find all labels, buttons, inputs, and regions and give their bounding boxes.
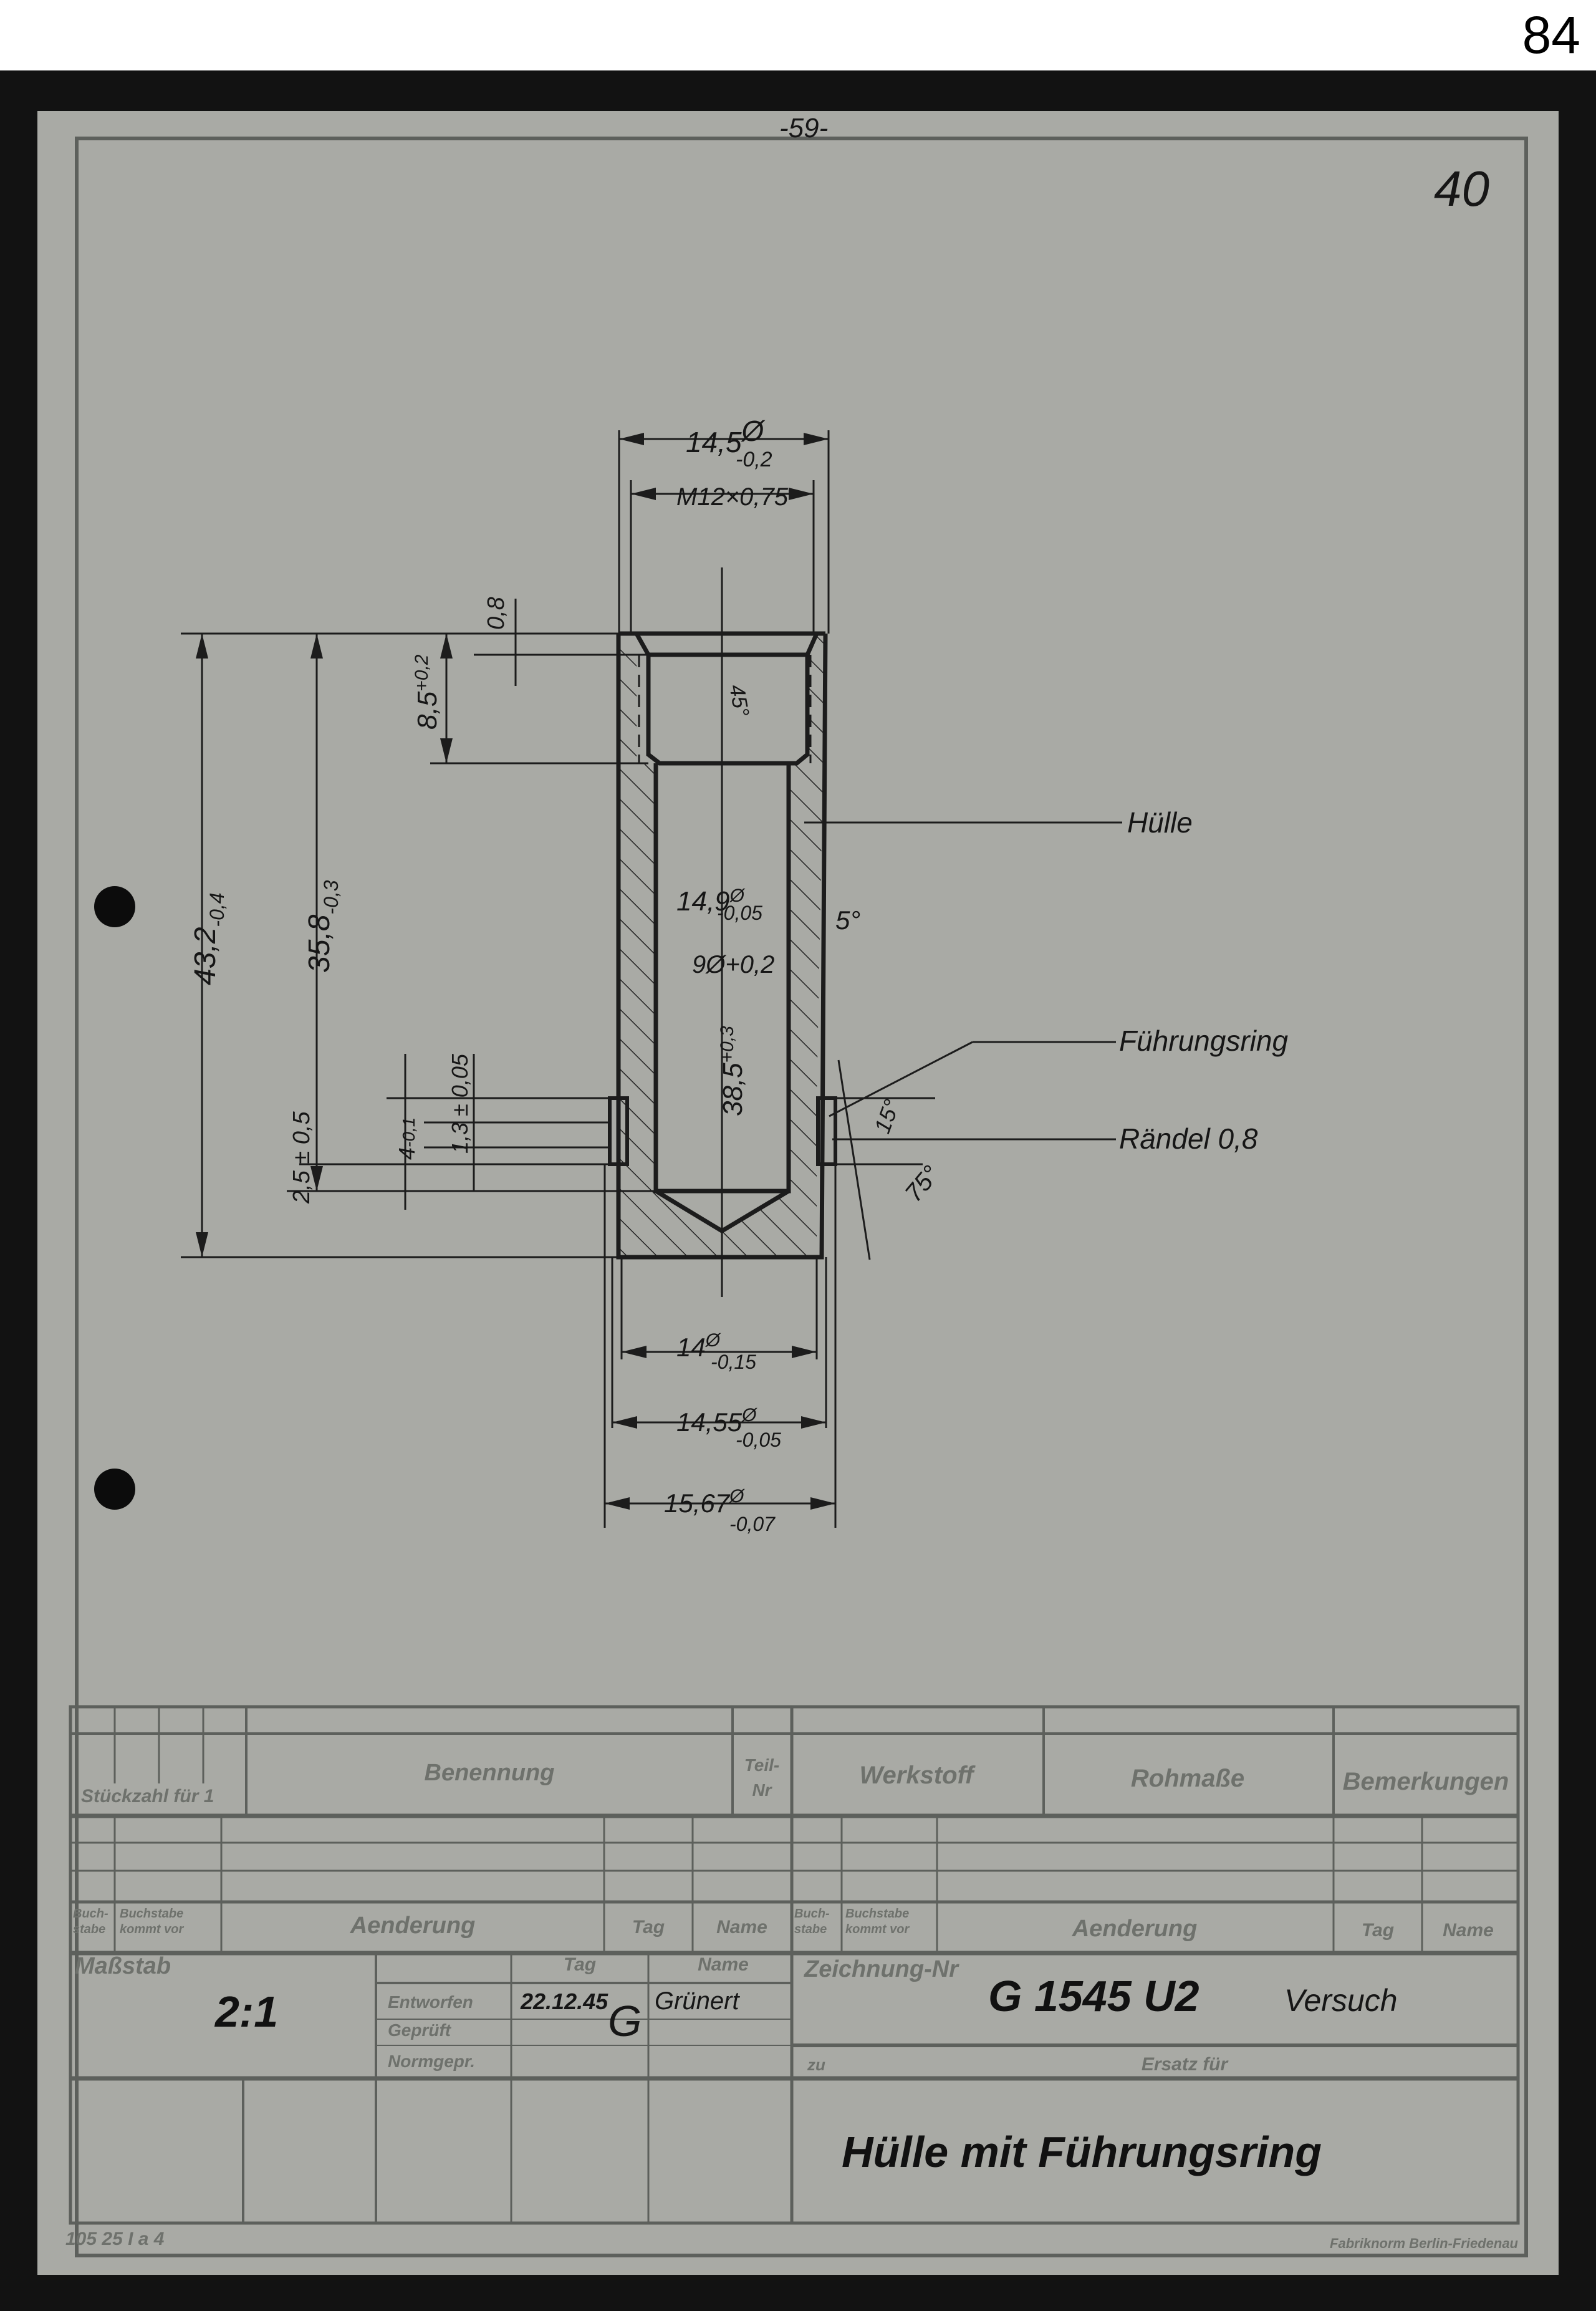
header-material: Werkstoff [859,1762,976,1789]
header-raw-size: Rohmaße [1131,1765,1244,1792]
dim-d-bottom: 14 [676,1333,706,1362]
page-number: 84 [1522,6,1580,64]
dim-length-ring: 35,8 [303,914,336,973]
header-band [0,0,1596,70]
dimension-lines [181,430,1122,1528]
scale-label: Maßstab [75,1953,171,1979]
change-name-left: Name [716,1917,767,1937]
punch-hole-bottom [94,1469,135,1510]
svg-text:14,55Ø: 14,55Ø [676,1405,757,1437]
svg-text:43,2-0,4: 43,2-0,4 [189,892,228,985]
drawing-number: G 1545 U2 [988,1972,1199,2020]
checked-label: Geprüft [388,2020,452,2040]
label-knurl: Rändel 0,8 [1119,1122,1258,1155]
guide-ring-left [608,1096,629,1166]
dim-ring-width: 4 [394,1147,420,1160]
change-day-left: Tag [632,1917,665,1937]
svg-text:35,8-0,3: 35,8-0,3 [303,880,342,973]
standards-check-label: Normgepr. [388,2052,475,2071]
drawing-status: Versuch [1284,1983,1398,2018]
change-occurs-label: Buchstabe [120,1907,183,1921]
dimension-texts: 14,5Ø -0,2 M12×0,75 0,8 8,5+0,2 45° 43,2… [189,415,945,1535]
header-part-no-2: Nr [752,1780,772,1800]
replaces-label: Ersatz für [1142,2054,1229,2075]
svg-text:14,9Ø: 14,9Ø [676,885,746,917]
guide-ring-right [816,1096,837,1166]
dim-knurl-width: 1,3 ± 0,05 [447,1053,473,1154]
dim-chamfer-depth: 0,8 [483,597,509,630]
header-part-no-1: Teil- [744,1755,780,1775]
scale-value: 2:1 [214,1987,278,2036]
svg-text:4-0,1: 4-0,1 [394,1117,420,1160]
title-block-grid [69,1705,1520,2225]
dim-d-ring-seat-tol: -0,05 [736,1429,781,1451]
dim-d-ring-tol: -0,07 [729,1513,776,1535]
dim-taper-angle: 5° [835,905,860,935]
change-header-left: Aenderung [350,1913,476,1939]
for-label: zu [807,2055,825,2074]
drawing-no-label: Zeichnung-Nr [804,1956,959,1982]
svg-text:14,5Ø: 14,5Ø [686,415,766,458]
change-letter-label-right: Buch- [794,1907,830,1921]
punch-hole-top [94,886,135,927]
change-letter-label-right-2: stabe [794,1923,827,1936]
label-guide-ring: Führungsring [1119,1025,1288,1057]
approval-day-header: Tag [564,1954,596,1975]
printer-imprint: Fabriknorm Berlin-Friedenau [1330,2236,1519,2251]
dim-bore-depth: 38,5 [718,1063,748,1116]
change-occurs-label-right: Buchstabe [845,1907,909,1921]
dim-bore-outer: 14,9 [676,886,730,917]
change-name-right: Name [1443,1920,1494,1941]
dim-14-5-tol: -0,2 [736,448,772,471]
dim-bore-outer-tol: -0,05 [717,902,762,924]
dim-14-5: 14,5 [686,426,742,458]
change-letter-label-2: stabe [73,1923,105,1936]
top-mark: -59- [779,113,828,143]
drawing-frame [75,137,1528,2257]
dim-overall-length: 43,2 [189,927,222,985]
drawing-title: Hülle mit Führungsring [842,2128,1322,2176]
dim-d-ring-seat: 14,55 [676,1407,743,1437]
dim-thread-depth: 8,5 [412,691,443,730]
change-header-right: Aenderung [1072,1916,1198,1942]
designed-label: Entworfen [388,1992,473,2012]
change-letter-label: Buch- [73,1907,108,1921]
header-quantity: Stückzahl für 1 [81,1786,214,1807]
dim-bore-inner: 9Ø+0,2 [692,951,774,978]
change-occurs-label-2: kommt vor [120,1923,184,1936]
approval-name-header: Name [698,1954,749,1975]
dim-chamfer-angle: 45° [724,683,753,718]
designed-signature: Grünert [655,1987,740,2015]
header-designation: Benennung [425,1760,555,1786]
change-day-right: Tag [1362,1920,1394,1941]
title-block-labels: Stückzahl für 1 Benennung Teil- Nr Werks… [65,1755,1519,2251]
dim-d-ring: 15,67 [664,1488,731,1518]
svg-text:14Ø: 14Ø [676,1330,721,1362]
sheet-number: 40 [1434,161,1489,216]
dim-d-bottom-tol: -0,15 [711,1351,756,1373]
change-occurs-label-right-2: kommt vor [845,1923,910,1936]
dim-thread: M12×0,75 [676,483,789,511]
label-shell: Hülle [1127,806,1193,839]
svg-text:8,5+0,2: 8,5+0,2 [411,654,443,730]
svg-text:15,67Ø: 15,67Ø [664,1486,745,1518]
svg-text:38,5+0,3: 38,5+0,3 [717,1026,748,1116]
form-number: 105 25 I a 4 [65,2229,165,2249]
designed-date: 22.12.45 [520,1989,608,2014]
part-section-view [608,567,837,1297]
checked-initials-mark: G [608,1997,642,2045]
part-labels: Hülle Führungsring Rändel 0,8 [1119,806,1288,1155]
dimension-arrows [196,433,835,1510]
dim-ring-pos: 2,5 ± 0,5 [289,1111,315,1204]
header-remarks: Bemerkungen [1343,1768,1509,1795]
